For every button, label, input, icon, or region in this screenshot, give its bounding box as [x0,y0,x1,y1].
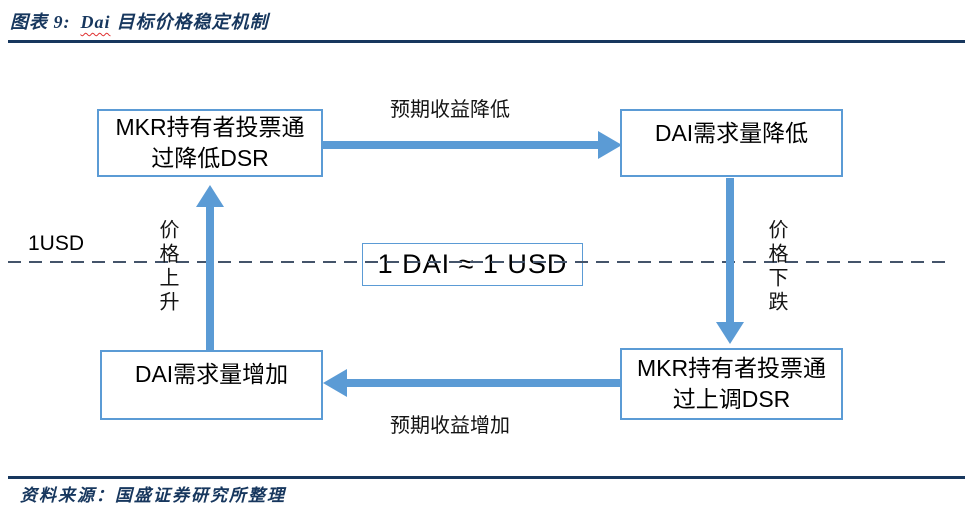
arrow-up-shaft [206,206,214,350]
arrow-right-head-icon [598,131,622,159]
footer-divider-line [8,476,965,479]
arrow-top-shaft [323,141,600,149]
source-note: 资料来源：国盛证券研究所整理 [20,486,286,505]
arrow-bottom-shaft [347,379,620,387]
arrow-down-head-icon [716,322,744,344]
flow-box-vote-raise-dsr: MKR持有者投票通 过上调DSR [620,348,843,420]
figure-title-prefix: 图表 9: [10,12,71,32]
arrow-up-head-icon [196,185,224,207]
arrow-left-head-icon [323,369,347,397]
label-price-up: 价格上升 [156,219,178,315]
label-expected-yield-down: 预期收益降低 [390,99,510,121]
flow-box-vote-lower-dsr: MKR持有者投票通 过降低DSR [97,109,323,177]
usd-axis-label: 1USD [28,232,85,255]
header-divider-line [8,40,965,43]
flow-box-dai-demand-down: DAI需求量降低 [620,109,843,177]
label-expected-yield-up: 预期收益增加 [390,415,510,437]
parity-center-box: 1 DAI ≈ 1 USD [362,243,583,286]
arrow-down-shaft [726,178,734,324]
parity-dashed-line [8,261,946,263]
figure-title-highlight: Dai [80,12,111,32]
figure-title-rest: 目标价格稳定机制 [116,12,269,32]
flow-box-dai-demand-up: DAI需求量增加 [100,350,323,420]
label-price-down: 价格下跌 [765,219,787,315]
